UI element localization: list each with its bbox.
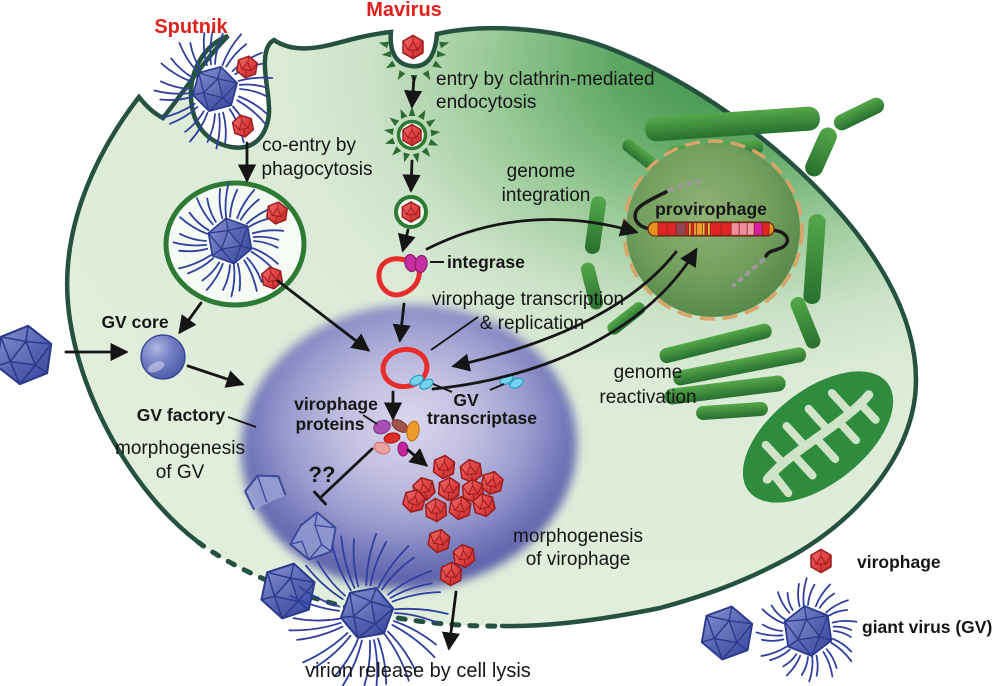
endosome (394, 195, 428, 229)
morphogenesis-virophage-line2: of virophage (526, 549, 631, 570)
arrows (64, 75, 698, 651)
arrow-genome-integration (425, 218, 639, 251)
virophage-genome-with-integrase (376, 253, 444, 298)
provirophage-genome-bar (647, 221, 775, 237)
arrow-genome-to-factory (392, 302, 411, 343)
integrase-label: integrase (447, 252, 525, 272)
arrow-replicated-to-nucleus (431, 247, 698, 391)
replicating-virophage-genome (380, 346, 430, 390)
virophage-particle (402, 123, 422, 147)
endoplasmic-reticulum (580, 97, 885, 421)
arrow-vesicle-to-endosome (402, 159, 421, 193)
virophage-proteins (373, 419, 420, 457)
inhibition-line (313, 447, 374, 506)
arrow-proteins-to-virophages (406, 448, 429, 467)
legend-giant-virus-label: giant virus (GV) (862, 617, 992, 637)
pointer-transcriptase-right (489, 383, 505, 391)
arrow-phagosome-to-factory (276, 279, 371, 352)
virophage-proteins-line1: virophage (294, 394, 378, 414)
provirophage-label: provirophage (655, 199, 767, 219)
virus-fibers (755, 577, 858, 683)
virophage-particle (401, 201, 421, 223)
gv-factory-label: GV factory (137, 405, 226, 425)
arrow-release (441, 590, 460, 651)
morphogenesis-gv-line1: morphogenesis (115, 438, 245, 459)
integrase-protein (404, 253, 428, 274)
arrow-pit-to-vesicle (403, 75, 423, 109)
genome-integration-line1: genome (507, 161, 576, 182)
partial-gv-capsid (244, 474, 287, 511)
legend-virophage-icon (810, 548, 832, 574)
virus-fibers (153, 26, 274, 150)
clathrin-coated-vesicle (383, 106, 441, 164)
genome-integration-line2: integration (502, 185, 591, 206)
virophage-proteins-line2: proteins (295, 414, 364, 434)
arrow-reactivation-to-genome (451, 250, 678, 372)
arrow-endosome-to-genome (397, 228, 416, 253)
entry-endocytosis-line1: entry by clathrin-mediated (436, 69, 655, 90)
pointer-lines (227, 316, 505, 428)
gv-transcriptase-line2: transcriptase (427, 408, 537, 428)
pointer-virophage-proteins (362, 414, 378, 425)
morphogenesis-virophage-line1: morphogenesis (513, 526, 643, 547)
giant-virus-fibered-exiting (288, 533, 449, 686)
arrow-phagosome-to-core (178, 301, 203, 335)
question-marks: ?? (309, 462, 336, 487)
legend-virophage-label: virophage (857, 552, 941, 572)
arrow-core-to-factory (186, 364, 245, 388)
gv-core-label: GV core (101, 312, 168, 332)
virus-fibers (172, 182, 285, 298)
genome-reactivation-line2: reactivation (599, 387, 696, 408)
gv-core (140, 334, 186, 380)
sputnik-virion (153, 26, 274, 150)
virion-release-label: virion release by cell lysis (305, 660, 531, 682)
partial-gv-capsid (289, 511, 337, 561)
pointer-transcription-label (430, 316, 479, 351)
mavirus-label: Mavirus (366, 0, 442, 21)
mitochondrion (742, 371, 894, 503)
co-entry-line1: co-entry by (262, 135, 356, 156)
co-entry-line2: phagocytosis (262, 159, 373, 180)
gv-transcriptase-line1: GV (453, 390, 479, 410)
virus-fibers (288, 533, 449, 686)
entry-endocytosis-line2: endocytosis (436, 92, 536, 113)
sputnik-label: Sputnik (154, 16, 228, 38)
virophage-particle (402, 34, 424, 60)
morphogenesis-gv-line2: of GV (156, 462, 205, 483)
genome-reactivation-line1: genome (614, 362, 683, 383)
nucleus: provirophage (622, 139, 804, 321)
cell-membrane (64, 25, 919, 629)
legend: virophage giant virus (GV) (698, 548, 992, 683)
legend-giant-virus-fibered-icon (755, 577, 858, 683)
transcription-line2: & replication (480, 313, 585, 334)
pointer-transcriptase-left (432, 383, 453, 393)
transcription-line1: virophage transcription (432, 289, 624, 310)
pointer-gv-factory (227, 416, 257, 428)
phagosome (163, 180, 307, 308)
